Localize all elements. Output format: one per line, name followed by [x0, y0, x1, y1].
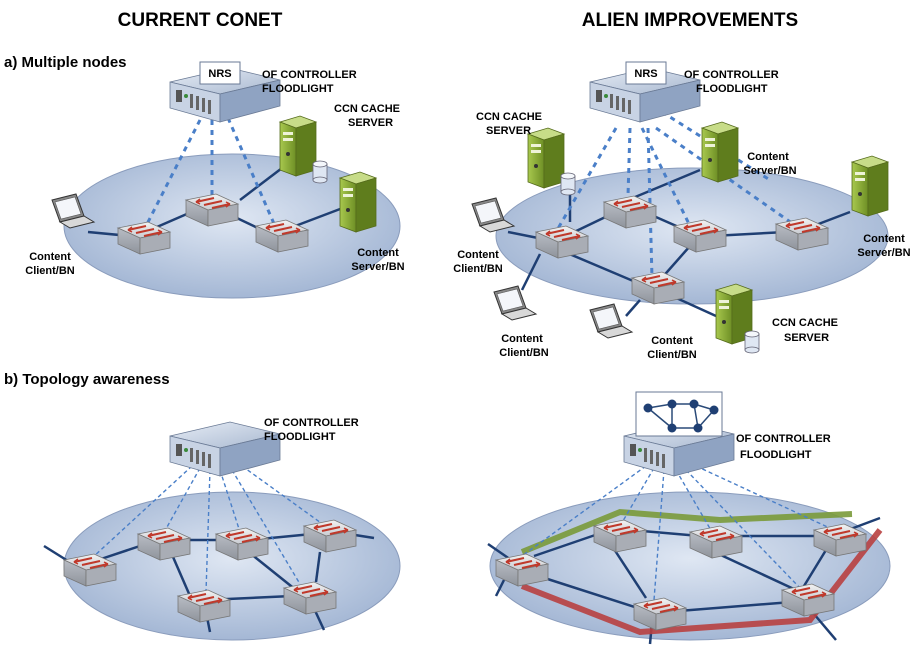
server-label-2: Server/BN	[351, 261, 404, 273]
cache-storage-icon	[312, 160, 328, 184]
client-left-label-1: Content	[457, 249, 499, 261]
network-cloud	[63, 153, 401, 299]
red-path	[520, 528, 883, 636]
nrs-box	[625, 61, 667, 85]
nrs-label: NRS	[634, 68, 657, 80]
cache-storage-icon	[560, 172, 576, 196]
cache-bottom-label-1: CCN CACHE	[772, 317, 838, 329]
section-a-label: a) Multiple nodes	[4, 54, 127, 71]
content-server-icon	[701, 121, 739, 183]
panel-b-left: OF CONTROLLER FLOODLIGHT	[43, 417, 401, 641]
content-server-icon	[339, 171, 377, 233]
cache-server-icon	[279, 115, 317, 177]
nrs-box	[199, 61, 241, 85]
client-bottom1-label-2: Client/BN	[499, 347, 549, 359]
control-links	[521, 465, 835, 601]
cache-storage-icon	[744, 330, 760, 354]
controller-label-2: FLOODLIGHT	[262, 83, 334, 95]
controller-label-1: OF CONTROLLER	[684, 69, 779, 81]
title-alien-improvements: ALIEN IMPROVEMENTS	[582, 10, 798, 31]
client-bottom1-label-1: Content	[501, 333, 543, 345]
controller-label-1: OF CONTROLLER	[264, 417, 359, 429]
content-server-icon	[851, 155, 889, 217]
laptop-icon	[589, 303, 633, 339]
topology-view-icon	[635, 391, 723, 437]
section-b-label: b) Topology awareness	[4, 371, 170, 388]
cache-label-1: CCN CACHE	[334, 103, 400, 115]
control-links	[143, 117, 277, 229]
controller-label-2: FLOODLIGHT	[740, 449, 812, 461]
controller-label-1: OF CONTROLLER	[262, 69, 357, 81]
panel-a-right: NRS OF CONTROLLER FLOODLIGHT CCN CACHE S…	[453, 61, 911, 361]
control-links	[91, 465, 329, 593]
client-bottom2-label-2: Client/BN	[647, 349, 697, 361]
panel-a-left: NRS OF CONTROLLER FLOODLIGHT CCN CACHE S…	[25, 61, 405, 299]
client-label-2: Client/BN	[25, 265, 75, 277]
client-label-1: Content	[29, 251, 71, 263]
controller-label-2: FLOODLIGHT	[264, 431, 336, 443]
server-mid-label-2: Server/BN	[743, 165, 796, 177]
cache-server-icon	[527, 127, 565, 189]
server-label-1: Content	[357, 247, 399, 259]
cache-bottom-label-2: SERVER	[784, 332, 829, 344]
server-right-label-1: Content	[863, 233, 905, 245]
nrs-label: NRS	[208, 68, 231, 80]
controller-label-2: FLOODLIGHT	[696, 83, 768, 95]
client-left-label-2: Client/BN	[453, 263, 503, 275]
controller-label-1: OF CONTROLLER	[736, 433, 831, 445]
server-mid-label-1: Content	[747, 151, 789, 163]
panel-b-right: OF CONTROLLER FLOODLIGHT	[487, 391, 891, 645]
client-bottom2-label-1: Content	[651, 335, 693, 347]
server-right-label-2: Server/BN	[857, 247, 910, 259]
title-current-conet: CURRENT CONET	[118, 10, 283, 31]
cache-top-label-2: SERVER	[486, 125, 531, 137]
laptop-icon	[493, 285, 537, 321]
cache-label-2: SERVER	[348, 117, 393, 129]
green-path	[520, 508, 853, 555]
cache-top-label-1: CCN CACHE	[476, 111, 542, 123]
